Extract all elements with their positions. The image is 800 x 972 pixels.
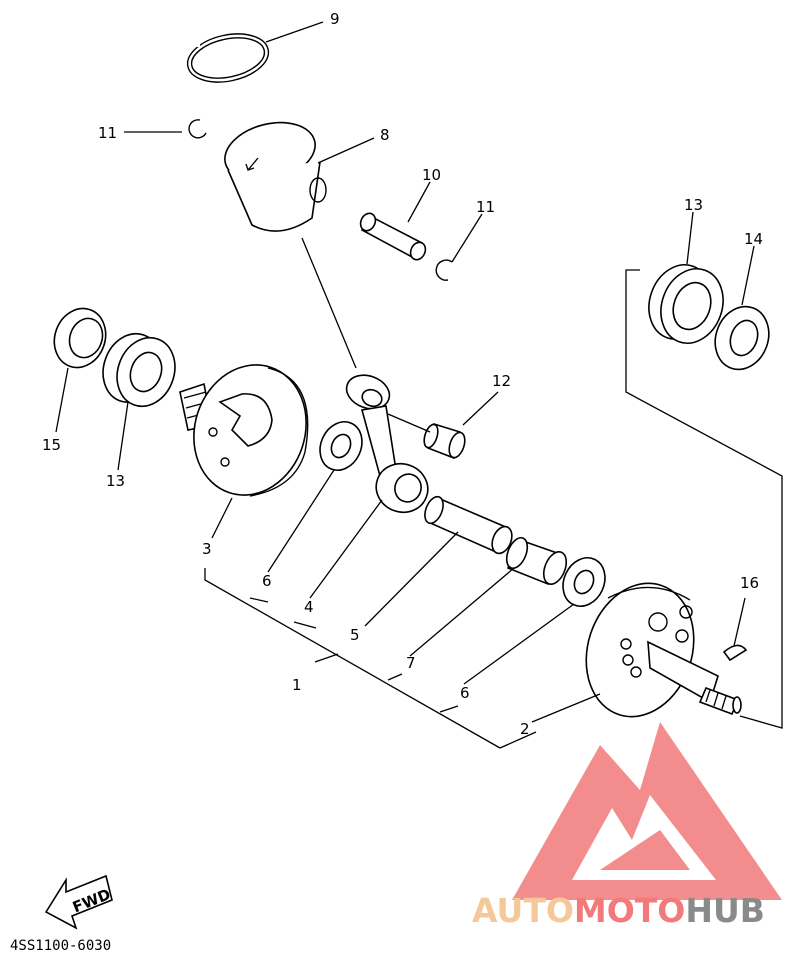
callout-4: 4 — [304, 598, 314, 616]
callout-6-upper: 6 — [262, 572, 272, 590]
logo-triangle-accent — [600, 830, 690, 870]
circlip-left — [188, 119, 207, 139]
callout-9: 9 — [330, 10, 340, 28]
callout-7: 7 — [406, 654, 416, 672]
callout-16: 16 — [740, 574, 759, 592]
washer-lower — [562, 557, 606, 607]
connecting-rod — [345, 374, 429, 514]
crank-pin — [424, 495, 513, 555]
callout-2: 2 — [520, 720, 530, 738]
callout-13-left: 13 — [106, 472, 125, 490]
leader-lines — [55, 21, 783, 749]
piston-pin — [359, 212, 427, 261]
callout-6-lower: 6 — [460, 684, 470, 702]
automotohub-logo — [512, 722, 782, 900]
oil-seal-left — [53, 307, 107, 369]
logo-text: AUTOMOTOHUB — [472, 891, 765, 930]
callout-1: 1 — [292, 676, 302, 694]
small-end-bearing — [423, 422, 466, 460]
bearing-left — [102, 332, 176, 408]
callout-labels: 9 11 8 10 11 13 14 12 15 13 3 6 4 5 1 7 … — [42, 10, 763, 738]
logo-text-hub: HUB — [685, 891, 765, 930]
callout-12: 12 — [492, 372, 511, 390]
callout-15: 15 — [42, 436, 61, 454]
diagram-part-code: 4SS1100-6030 — [10, 938, 111, 954]
crankshaft-left-half — [179, 364, 309, 497]
washer-upper — [319, 421, 363, 471]
bearing-right — [648, 264, 724, 344]
oil-seal-right — [714, 305, 770, 371]
callout-11-right: 11 — [476, 198, 495, 216]
big-end-bearing — [505, 536, 568, 586]
callout-11-left: 11 — [98, 124, 117, 142]
woodruff-key — [722, 644, 748, 662]
circlip-right — [435, 259, 453, 281]
fwd-arrow-icon: FWD — [44, 874, 113, 930]
callout-13-right: 13 — [684, 196, 703, 214]
callout-8: 8 — [380, 126, 390, 144]
logo-text-auto: AUTO — [472, 891, 574, 930]
callout-10: 10 — [422, 166, 441, 184]
piston-ring — [186, 33, 270, 83]
crankshaft-right-half — [585, 582, 742, 718]
callout-14: 14 — [744, 230, 763, 248]
callout-5: 5 — [350, 626, 360, 644]
callout-3: 3 — [202, 540, 212, 558]
logo-text-moto: MOTO — [574, 891, 685, 930]
piston — [224, 121, 327, 232]
